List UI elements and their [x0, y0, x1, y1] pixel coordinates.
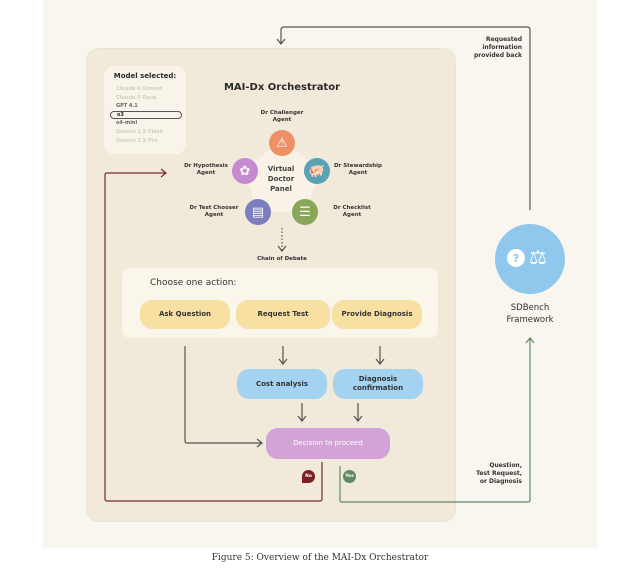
request-arrow — [278, 346, 288, 365]
decision-node: Decision to proceed — [266, 428, 390, 459]
diagram-title: MAI-Dx Orchestrator — [223, 82, 341, 93]
label-line: Dr Stewardship — [334, 163, 382, 169]
yes-arrowhead — [525, 337, 535, 344]
cost-arrow — [297, 403, 307, 422]
return-label: Requested information provided back — [458, 36, 522, 60]
label-line: Agent — [348, 170, 368, 176]
label-line: Panel — [270, 185, 292, 193]
stewardship-agent[interactable]: 🐖 — [304, 158, 330, 184]
label-line: or Diagnosis — [479, 478, 522, 485]
yes-badge: Yes — [343, 470, 356, 483]
checklist-agent-label: Dr Checklist Agent — [324, 205, 380, 219]
confirm-arrow — [353, 403, 363, 422]
model-option[interactable]: Claude 4 Opus — [116, 94, 157, 101]
challenger-agent-label: Dr Challenger Agent — [250, 110, 314, 124]
test-chooser-agent-label: Dr Test Chooser Agent — [184, 205, 244, 219]
no-badge: No — [302, 470, 315, 483]
diagnosis-arrow — [375, 346, 385, 365]
scales-icon: ⚖ — [529, 245, 547, 269]
model-option[interactable]: GPT 4.1 — [116, 103, 138, 110]
sdbench-label: SDBench Framework — [480, 302, 580, 326]
model-option[interactable]: Gemini 2.5 Flash — [116, 128, 164, 135]
challenger-agent[interactable]: ⚠ — [269, 130, 295, 156]
test-chooser-agent[interactable]: ▤ — [245, 199, 271, 225]
hypothesis-agent[interactable]: ✿ — [232, 158, 258, 184]
return-arrow — [280, 26, 531, 210]
no-arrowhead — [160, 168, 167, 178]
label-line: Framework — [506, 315, 554, 325]
label-line: Dr Challenger — [260, 110, 304, 116]
sdbench-node: ? ⚖ — [495, 224, 565, 294]
warning-shield-icon: ⚠ — [276, 135, 288, 151]
label-line: Dr Checklist — [333, 205, 371, 211]
label-line: Agent — [342, 212, 362, 218]
model-option[interactable]: Gemini 2.5 Pro — [116, 137, 158, 144]
label-line: Test Request, — [476, 470, 522, 477]
checklist-agent[interactable]: ☰ — [292, 199, 318, 225]
label-line: SDBench — [510, 303, 550, 313]
send-label: Question, Test Request, or Diagnosis — [458, 462, 522, 486]
model-selector[interactable]: Model selected: Claude 4 Sonnet Claude 4… — [104, 66, 186, 154]
piggy-bank-icon: 🐖 — [308, 163, 326, 179]
model-list: Claude 4 Sonnet Claude 4 Opus GPT 4.1 o3… — [110, 85, 182, 145]
label-line: Requested — [485, 36, 522, 43]
label-line: Doctor — [267, 175, 295, 183]
label-line: information — [482, 44, 522, 51]
virtual-doctor-panel-label: Virtual Doctor Panel — [256, 164, 306, 194]
yes-path — [339, 338, 531, 503]
panel-pentagon — [244, 140, 320, 212]
figure-caption: Figure 5: Overview of the MAI-Dx Orchest… — [211, 553, 429, 563]
no-path — [104, 172, 323, 502]
question-icon: ? — [507, 249, 525, 267]
label-line: Agent — [204, 212, 224, 218]
ask-question-button[interactable]: Ask Question — [140, 300, 230, 329]
cost-analysis-node: Cost analysis — [237, 369, 327, 399]
label-line: Question, — [489, 462, 522, 469]
return-arrowhead — [276, 38, 286, 45]
label-line: Dr Test Chooser — [189, 205, 239, 211]
model-option-selected[interactable]: o3 — [110, 110, 182, 120]
label-line: Dr Hypothesis — [184, 163, 228, 169]
debate-arrowhead — [277, 245, 287, 252]
ask-path — [184, 346, 262, 444]
request-test-button[interactable]: Request Test — [236, 300, 330, 329]
brain-icon: ✿ — [239, 163, 251, 179]
provide-diagnosis-button[interactable]: Provide Diagnosis — [332, 300, 422, 329]
ask-arrowhead — [256, 438, 263, 448]
model-option[interactable]: o4-mini — [116, 120, 138, 127]
label-line: confirmation — [352, 384, 404, 392]
model-selector-title: Model selected: — [113, 72, 177, 80]
test-card-icon: ▤ — [251, 204, 265, 220]
label-line: Virtual — [267, 165, 295, 173]
model-option[interactable]: Claude 4 Sonnet — [116, 86, 163, 92]
chain-of-debate-label: Chain of Debate — [257, 256, 307, 262]
label-line: provided back — [474, 52, 522, 59]
checklist-icon: ☰ — [299, 204, 311, 220]
label-line: Diagnosis — [358, 375, 398, 383]
label-line: Agent — [196, 170, 216, 176]
hypothesis-agent-label: Dr Hypothesis Agent — [180, 163, 232, 177]
stewardship-agent-label: Dr Stewardship Agent — [330, 163, 386, 177]
label-line: Agent — [272, 117, 292, 123]
action-title: Choose one action: — [150, 278, 237, 288]
diagnosis-confirmation-node: Diagnosis confirmation — [333, 369, 423, 399]
